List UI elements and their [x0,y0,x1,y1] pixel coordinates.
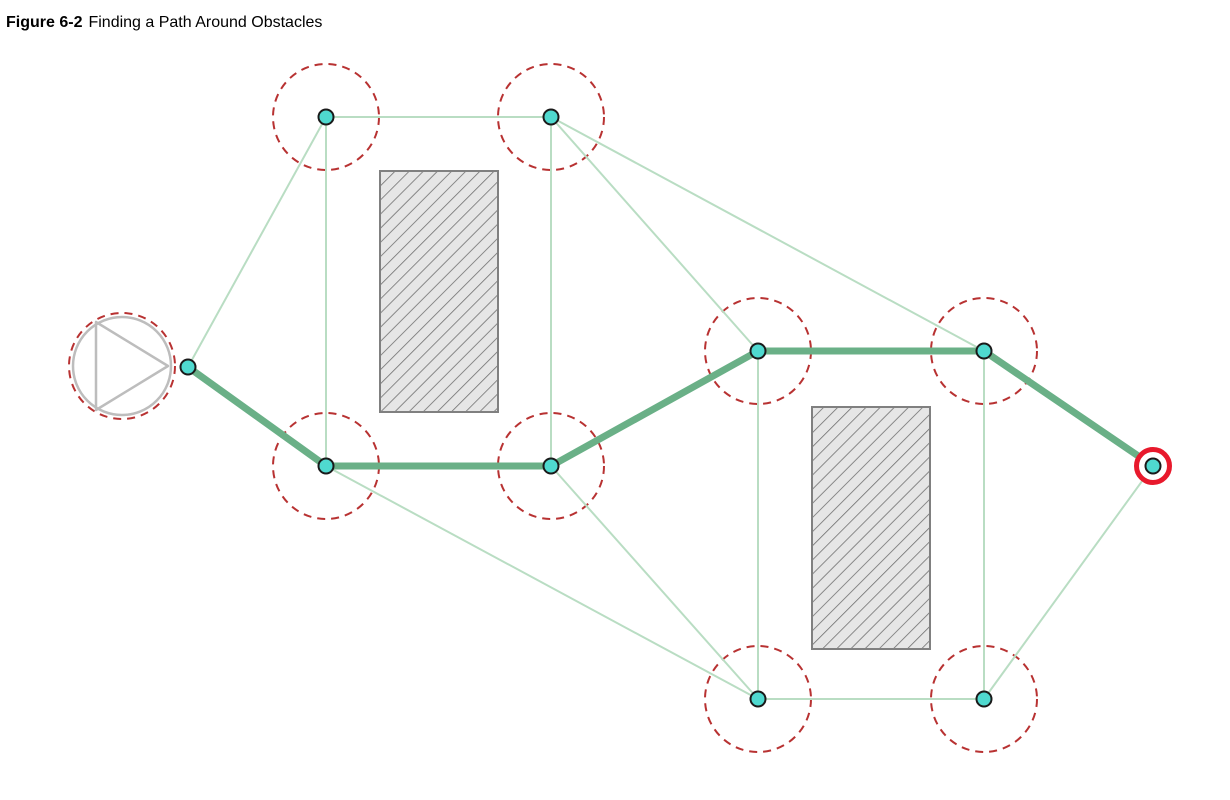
graph-nodes-layer [179,108,1172,708]
graph-edge-lower-middle-to-bottom-left [550,465,759,700]
path-layer [184,347,1157,470]
figure-title: Finding a Path Around Obstacles [88,14,323,31]
graph-edge-top-middle-to-center-left [550,116,759,352]
graph-node-start-adjacent [179,358,197,376]
graph-edge-bottom-right-to-goal [983,465,1154,700]
graph-node-lower-left [317,457,335,475]
graph-node-lower-middle [542,457,560,475]
graph-node-top-middle [542,108,560,126]
graph-node-goal [1144,457,1162,475]
graph-edge-start-adjacent-to-top-left [187,116,327,368]
graph-edges-layer [187,116,1154,700]
found-path [184,347,1157,470]
graph-node-top-left [317,108,335,126]
clearance-circle-top-middle [497,63,605,171]
agent-body [71,315,173,417]
graph-edge-lower-left-to-bottom-left [325,465,759,700]
graph-edge-top-middle-to-center-right [550,116,985,352]
graph-node-bottom-left [749,690,767,708]
agent-heading-triangle [94,320,170,412]
graph-node-bottom-right [975,690,993,708]
figure-caption: Figure 6-2 Finding a Path Around Obstacle… [6,14,322,32]
obstacle-left [379,170,499,413]
graph-node-center-right [975,342,993,360]
agent-layer [68,312,176,420]
obstacles-layer [379,170,931,650]
figure-number: Figure 6-2 [6,14,83,31]
agent-clearance-circle [68,312,176,420]
clearance-circle-bottom-right [930,645,1038,753]
obstacle-right [811,406,931,650]
clearance-circle-lower-middle [497,412,605,520]
play-triangle-icon [68,312,176,420]
clearance-circle-center-right [930,297,1038,405]
graph-node-center-left [749,342,767,360]
